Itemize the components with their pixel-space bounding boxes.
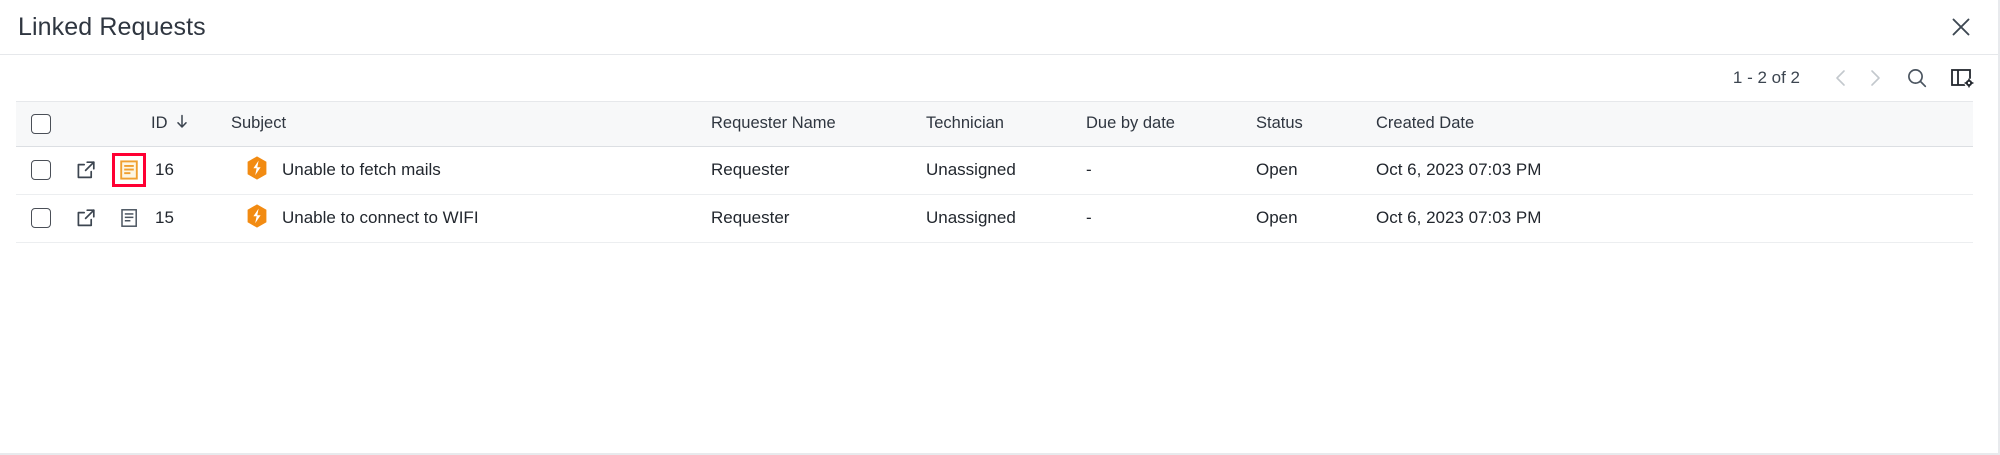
- row-id-cell: 16: [151, 146, 231, 195]
- dialog-titlebar: Linked Requests: [0, 0, 1998, 55]
- row-status: Open: [1256, 146, 1376, 195]
- column-settings-icon[interactable]: [1946, 61, 1980, 95]
- row-id: 16: [155, 160, 174, 179]
- sort-desc-icon: [175, 114, 189, 134]
- incident-hexagon-icon: [245, 203, 269, 234]
- pagination-count: 1 - 2 of 2: [1732, 68, 1800, 87]
- incident-hexagon-icon: [245, 155, 269, 186]
- notes-icon-highlighted[interactable]: [111, 153, 146, 187]
- search-icon[interactable]: [1900, 61, 1934, 95]
- notes-icon[interactable]: [116, 205, 142, 231]
- table-row[interactable]: 16 Unable to fetch mails: [16, 146, 1973, 195]
- row-technician: Unassigned: [926, 194, 1086, 243]
- row-open-cell: [66, 194, 106, 243]
- row-subject[interactable]: Unable to connect to WIFI: [282, 208, 479, 227]
- header-created-date[interactable]: Created Date: [1376, 102, 1973, 147]
- row-technician: Unassigned: [926, 146, 1086, 195]
- header-status[interactable]: Status: [1256, 102, 1376, 147]
- table-row[interactable]: 15 Unable to connect to WIFI: [16, 194, 1973, 243]
- header-due-by-date[interactable]: Due by date: [1086, 102, 1256, 147]
- header-requester-name[interactable]: Requester Name: [711, 102, 926, 147]
- row-notes-cell: [106, 146, 151, 195]
- external-link-icon[interactable]: [73, 157, 99, 183]
- row-select-cell: [16, 146, 66, 195]
- chevron-right-icon[interactable]: [1858, 61, 1892, 95]
- row-created-date: Oct 6, 2023 07:03 PM: [1376, 146, 1973, 195]
- header-select-all: [16, 102, 66, 147]
- row-requester-name: Requester: [711, 194, 926, 243]
- header-open-col: [66, 102, 106, 147]
- row-id: 15: [155, 208, 174, 227]
- row-select-cell: [16, 194, 66, 243]
- row-status: Open: [1256, 194, 1376, 243]
- row-subject-cell: Unable to fetch mails: [231, 146, 711, 195]
- row-id-cell: 15: [151, 194, 231, 243]
- external-link-icon[interactable]: [73, 205, 99, 231]
- header-notes-col: [106, 102, 151, 147]
- table-header-row: ID Subject Requester Name Technician Due…: [16, 102, 1973, 147]
- row-requester-name: Requester: [711, 146, 926, 195]
- page-title: Linked Requests: [18, 12, 206, 41]
- header-id[interactable]: ID: [151, 102, 231, 147]
- row-checkbox[interactable]: [31, 160, 51, 180]
- select-all-checkbox[interactable]: [31, 113, 51, 134]
- header-technician[interactable]: Technician: [926, 102, 1086, 147]
- row-due-by-date: -: [1086, 146, 1256, 195]
- row-notes-cell: [106, 194, 151, 243]
- chevron-left-icon[interactable]: [1824, 61, 1858, 95]
- row-subject[interactable]: Unable to fetch mails: [282, 160, 441, 179]
- linked-requests-table: ID Subject Requester Name Technician Due…: [16, 101, 1973, 243]
- row-created-date: Oct 6, 2023 07:03 PM: [1376, 194, 1973, 243]
- list-toolbar: 1 - 2 of 2: [0, 55, 1998, 101]
- row-subject-cell: Unable to connect to WIFI: [231, 194, 711, 243]
- row-due-by-date: -: [1086, 194, 1256, 243]
- header-id-label: ID: [151, 114, 168, 133]
- header-subject[interactable]: Subject: [231, 102, 711, 147]
- row-open-cell: [66, 146, 106, 195]
- close-icon[interactable]: [1946, 12, 1976, 42]
- row-checkbox[interactable]: [31, 208, 51, 228]
